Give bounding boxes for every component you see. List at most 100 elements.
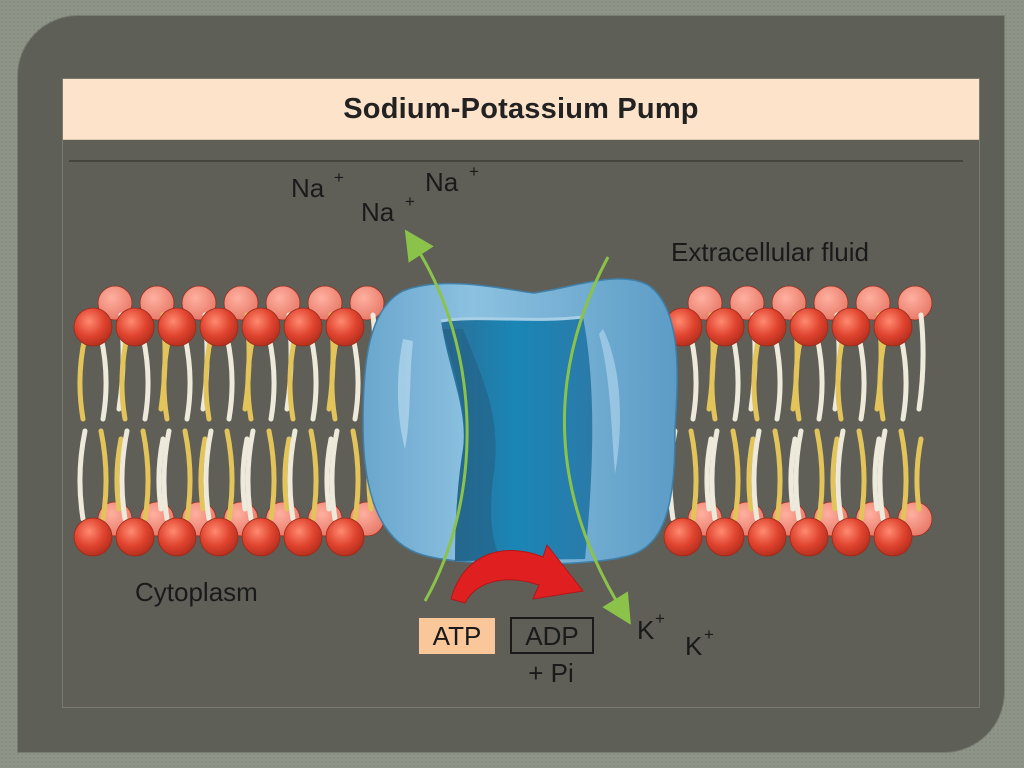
lipid-head (789, 517, 829, 557)
lipid-tail (793, 428, 804, 522)
lipid-tail (329, 428, 340, 522)
lipid-tail (772, 428, 783, 522)
svg-text:K: K (637, 615, 655, 645)
lipid-head (73, 517, 113, 557)
lipid-tail (266, 428, 277, 522)
lipid-tail (329, 334, 340, 422)
sodium-ion-label-1: Na + (291, 168, 344, 203)
lipid-head (283, 307, 323, 347)
lipid-tail (140, 334, 151, 422)
lipid-head (705, 517, 745, 557)
lipid-tail (308, 428, 319, 522)
lipid-tail (308, 334, 319, 422)
lipid-head (325, 517, 365, 557)
lipid-head (199, 517, 239, 557)
svg-text:+: + (405, 192, 415, 211)
svg-text:K: K (685, 631, 703, 661)
adp-label: ADP (525, 621, 578, 651)
lipid-head (157, 517, 197, 557)
lipid-tail (830, 436, 840, 512)
lipid-head (241, 307, 281, 347)
lipid-head (705, 307, 745, 347)
sodium-ion-label-2: Na + (425, 162, 479, 197)
lipid-tail (77, 428, 88, 522)
extracellular-fluid-label: Extracellular fluid (671, 237, 869, 267)
lipid-tail (898, 334, 909, 422)
lipid-head (663, 517, 703, 557)
lipid-tail (203, 334, 214, 422)
svg-text:Na: Na (425, 167, 459, 197)
potassium-influx-arrow (562, 256, 631, 625)
lipid-tail (240, 436, 250, 512)
lipid-tail (203, 428, 214, 522)
lipid-tail (324, 436, 334, 512)
lipid-tail (161, 428, 172, 522)
svg-text:+: + (704, 625, 714, 644)
lipid-tail (182, 428, 193, 522)
svg-text:+: + (334, 168, 344, 187)
lipid-tail (914, 436, 924, 512)
svg-text:+: + (469, 162, 479, 181)
lipid-head-back (349, 285, 385, 321)
lipid-tail (161, 334, 172, 422)
lipid-tail (266, 334, 277, 422)
lipid-tail (140, 428, 151, 522)
lipid-head (873, 307, 913, 347)
lipid-tail (751, 428, 762, 522)
title-bar: Sodium-Potassium Pump (63, 79, 979, 140)
lipid-tail (688, 428, 699, 522)
lipid-tail (877, 428, 888, 522)
pump-diagram: Na + Na + Na + Extracellular fluid Cytop… (69, 160, 963, 688)
figure-title: Sodium-Potassium Pump (343, 92, 699, 125)
lipid-tail (98, 428, 109, 522)
lipid-head (115, 307, 155, 347)
lipid-tail (835, 334, 846, 422)
lipid-tail (245, 334, 256, 422)
lipid-tail (182, 334, 193, 422)
lipid-tail (856, 334, 867, 422)
lipid-head (325, 307, 365, 347)
lipid-tail (772, 334, 783, 422)
lipid-tail (730, 428, 741, 522)
lipid-tail (98, 334, 109, 422)
atp-label: ATP (433, 621, 482, 651)
lipid-tail (287, 428, 298, 522)
lipid-tail (198, 436, 208, 512)
svg-text:Na: Na (291, 173, 325, 203)
sodium-efflux-arrow (404, 229, 469, 602)
lipid-head (747, 307, 787, 347)
cytoplasm-label: Cytoplasm (135, 577, 258, 607)
lipid-head (789, 307, 829, 347)
lipid-tail (704, 436, 714, 512)
lipid-tail (287, 334, 298, 422)
lipid-tail (245, 428, 256, 522)
lipid-tail (224, 428, 235, 522)
lipid-head (831, 517, 871, 557)
membrane-front-row (73, 307, 913, 557)
atp-hydrolysis-arrow (450, 543, 584, 604)
lipid-tail (350, 334, 361, 422)
lipid-head (241, 517, 281, 557)
svg-text:Na: Na (361, 197, 395, 227)
sodium-ion-label-3: Na + (361, 192, 415, 227)
lipid-head (747, 517, 787, 557)
lipid-tail (793, 334, 804, 422)
lipid-tail (751, 334, 762, 422)
lipid-tail (119, 428, 130, 522)
lipid-head (157, 307, 197, 347)
lipid-head (73, 307, 113, 347)
potassium-ion-label-1: K + (637, 609, 665, 645)
atp-box: ATP (419, 618, 495, 654)
lipid-tail (814, 334, 825, 422)
lipid-tail (350, 428, 361, 522)
lipid-tail (282, 436, 292, 512)
sodium-potassium-pump-protein (362, 278, 678, 566)
adp-box: ADP (510, 617, 594, 654)
lipid-tail (898, 428, 909, 522)
lipid-tail (224, 334, 235, 422)
lipid-tail (730, 334, 741, 422)
lipid-head (115, 517, 155, 557)
lipid-tail (856, 428, 867, 522)
lipid-head (283, 517, 323, 557)
lipid-head (873, 517, 913, 557)
